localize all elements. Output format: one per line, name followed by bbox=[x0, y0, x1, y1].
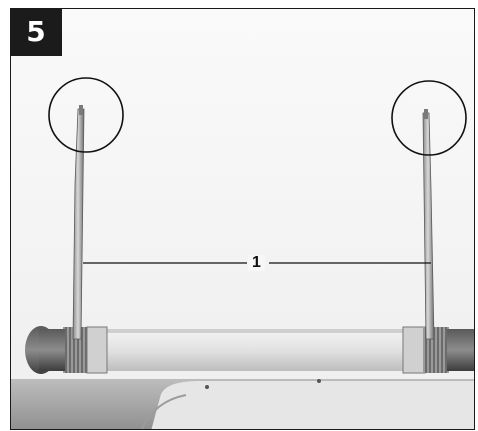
left-collar bbox=[86, 326, 108, 374]
callout-label: 1 bbox=[248, 255, 265, 271]
screw bbox=[205, 385, 209, 389]
photo-frame bbox=[10, 8, 475, 430]
left-knob-body bbox=[39, 329, 65, 371]
right-highlight-circle bbox=[391, 80, 467, 156]
right-rod-tip bbox=[424, 109, 428, 119]
left-rod bbox=[72, 108, 85, 340]
right-collar bbox=[402, 326, 426, 374]
screw bbox=[317, 379, 321, 383]
roller bbox=[81, 329, 411, 371]
right-rod bbox=[422, 112, 435, 340]
roller-highlight bbox=[81, 329, 411, 333]
left-rod-tip bbox=[79, 105, 83, 115]
left-highlight-circle bbox=[48, 77, 124, 153]
step-number-badge: 5 bbox=[10, 8, 62, 56]
machine-cover bbox=[151, 381, 474, 429]
right-knob-body bbox=[447, 329, 474, 371]
product-photo bbox=[11, 9, 474, 429]
cable bbox=[140, 394, 187, 429]
